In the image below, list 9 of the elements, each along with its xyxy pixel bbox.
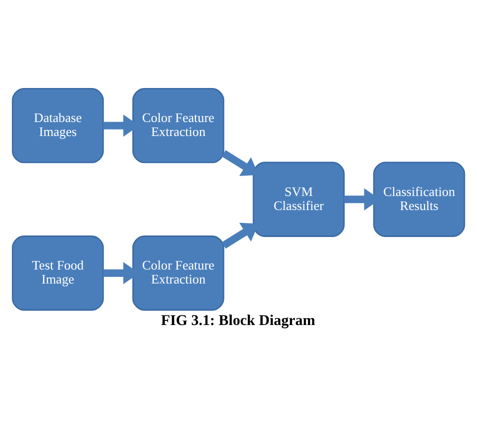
caption: FIG 3.1: Block Diagram	[161, 312, 316, 328]
arrow	[222, 222, 259, 248]
node-box: Database Images	[12, 88, 104, 163]
node-box: Color Feature Extraction	[132, 88, 224, 163]
node-box: Test Food Image	[12, 235, 104, 310]
node-box: Classification Results	[373, 161, 466, 236]
node-box: Color Feature Extraction	[132, 235, 224, 310]
node-box: SVM Classifier	[252, 161, 345, 236]
arrow	[222, 150, 259, 176]
